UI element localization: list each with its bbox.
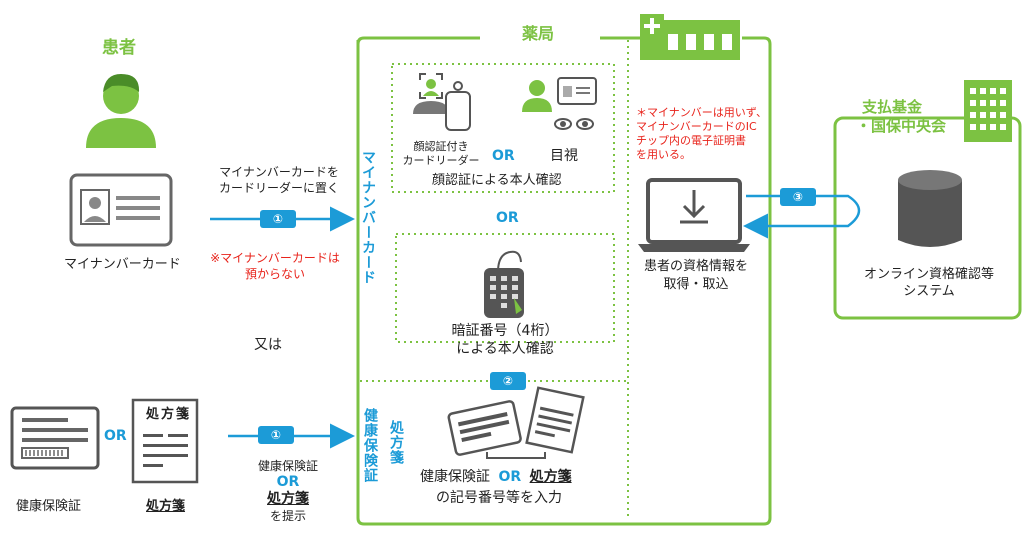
visual-check-label: 目視 [550,148,578,164]
card-or-label: OR [104,428,127,444]
step1-note-line1: ※マイナンバーカードは [210,251,340,265]
pharmacy-title: 薬局 [522,24,555,43]
pharmacy-frame [356,36,772,526]
face-reader-line1: 顔認証付き [413,140,469,153]
input-prescription-text: 処方箋 [529,469,572,485]
pin-auth-box [395,233,615,343]
insurance-card-label: 健康保険証 [16,499,82,514]
prescription-paper-title: 処方箋 [146,407,192,422]
step3-badge: ③ [780,188,816,206]
face-auth-caption: 顔認証による本人確認 [432,173,562,188]
present-line1: 健康保険証 [257,459,318,473]
present-line3: 処方箋 [267,491,309,507]
step1-note: ※マイナンバーカードは 預からない [200,250,350,282]
system-label: オンライン資格確認等 システム [844,266,1014,300]
pharmacy-input-line2: の記号番号等を入力 [436,490,562,506]
note-line2: マイナンバーカードのIC [636,120,757,133]
step1-instruction: マイナンバーカードを カードリーダーに置く [206,164,352,196]
step1-badge: ① [260,210,296,228]
step3-arrow [743,194,861,239]
database-icon [898,170,962,247]
face-auth-reader-icon [413,73,471,131]
step1-note-line2: 預からない [244,267,305,281]
face-or-label: OR [492,148,515,164]
mynumber-vertical-label: マイナンバーカード [360,150,376,285]
fund-building-icon [964,80,1012,142]
fund-frame [833,116,1022,320]
auth-or-label: OR [496,210,519,226]
mynumber-card-label: マイナンバーカード [64,257,181,272]
patient-person-icon [86,74,156,148]
or-label: 又は [254,337,282,353]
fund-title-line1: 支払基金 [862,98,923,116]
step1-line1: マイナンバーカードを [219,165,339,179]
pin-pad-icon [484,250,524,318]
step2-badge: ② [490,372,526,390]
terminal-line2: 取得・取込 [663,277,729,292]
prescription-label: 処方箋 [146,499,186,514]
pharmacy-input-line1: 健康保険証 OR 処方箋 [420,468,572,486]
ic-chip-note: ＊マイナンバーは用いず、 マイナンバーカードのIC チップ内の電子証明書 を用い… [636,106,767,162]
step1-bottom-badge: ① [258,426,294,444]
note-line1: ＊マイナンバーは用いず、 [636,106,768,119]
terminal-line1: 患者の資格情報を [643,259,748,274]
present-or: OR [276,474,300,490]
present-instruction: 健康保険証 OR 処方箋 を提示 [228,458,348,524]
terminal-label: 患者の資格情報を 取得・取込 [636,258,756,294]
fund-title: 支払基金 ・国保中央会 [856,98,946,136]
fund-title-line2: ・国保中央会 [856,117,947,135]
insurance-vertical-label: 健康保険証 [362,408,378,483]
prescription-paper-icon [131,398,199,484]
input-insurance-text: 健康保険証 [420,469,490,485]
face-auth-box [391,63,615,193]
mynumber-card-icon [69,173,173,247]
face-reader-line2: カードリーダー [402,154,480,167]
input-or-text: OR [498,469,522,485]
visual-check-icon [522,77,597,130]
present-line4: を提示 [269,509,306,523]
pin-line2: による本人確認 [456,341,554,357]
face-reader-label: 顔認証付き カードリーダー [400,140,482,168]
system-line2: システム [903,284,955,299]
pharmacy-documents-icon [447,386,585,459]
pin-auth-label: 暗証番号（4桁） による本人確認 [432,322,578,358]
prescription-vertical-label: 処方箋 [388,420,404,465]
pharmacy-building-icon [640,14,740,60]
patient-title: 患者 [102,38,136,58]
note-line3: チップ内の電子証明書 [636,134,746,147]
step1-line2: カードリーダーに置く [218,181,339,195]
pin-line1: 暗証番号（4桁） [451,323,559,339]
laptop-download-icon [638,178,750,252]
insurance-card-icon [10,406,100,470]
note-line4: を用いる。 [636,148,691,161]
system-line1: オンライン資格確認等 [863,267,994,282]
